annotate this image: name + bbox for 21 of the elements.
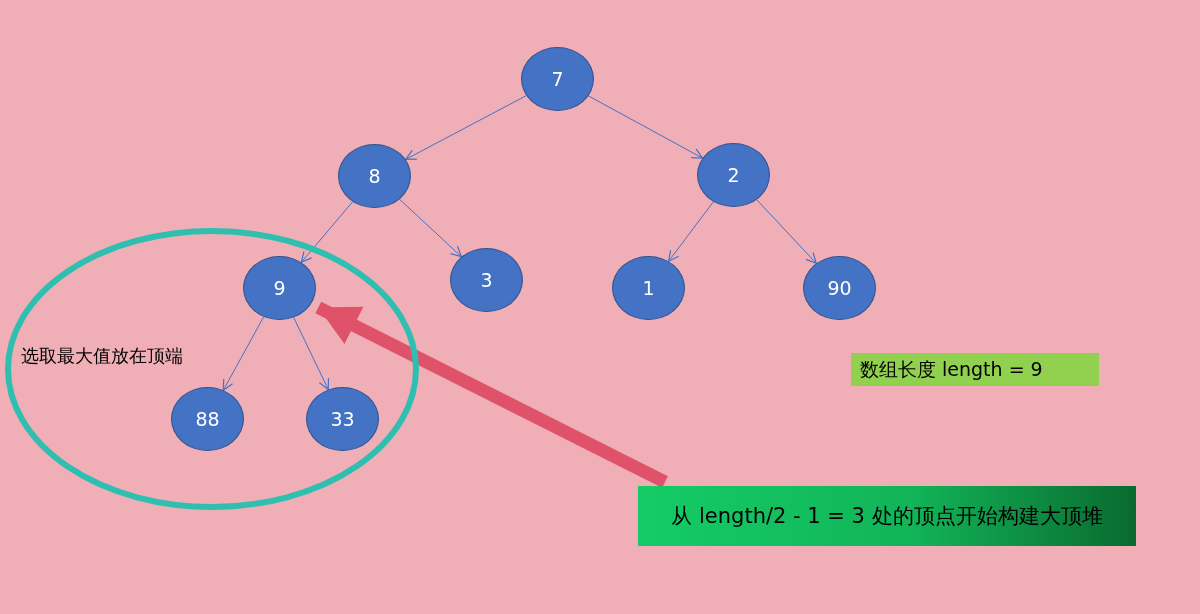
tree-node-circle: 3	[450, 248, 523, 312]
tree-node-circle: 9	[243, 256, 316, 320]
tree-edge-arrow	[668, 201, 714, 262]
tree-edge-arrow	[588, 95, 704, 159]
tree-node-circle: 2	[697, 143, 770, 207]
tree-node-circle: 90	[803, 256, 876, 320]
annotation-text: 选取最大值放在顶端	[21, 344, 183, 368]
tree-node-circle: 88	[171, 387, 244, 451]
tree-node-circle: 7	[521, 47, 594, 111]
info-box: 数组长度 length = 9	[851, 353, 1099, 386]
note-box: 从 length/2 - 1 = 3 处的顶点开始构建大顶堆	[638, 486, 1136, 546]
tree-edge-arrow	[405, 95, 527, 160]
tree-edge-arrow	[293, 317, 330, 391]
tree-node-circle: 33	[306, 387, 379, 451]
tree-edge-arrow	[300, 201, 354, 263]
tree-edge-arrow	[756, 199, 817, 264]
pointer-arrow	[315, 301, 668, 488]
tree-node-circle: 1	[612, 256, 685, 320]
tree-node-circle: 8	[338, 144, 411, 208]
tree-edge-arrow	[222, 316, 265, 391]
tree-edge-arrow	[399, 198, 462, 258]
